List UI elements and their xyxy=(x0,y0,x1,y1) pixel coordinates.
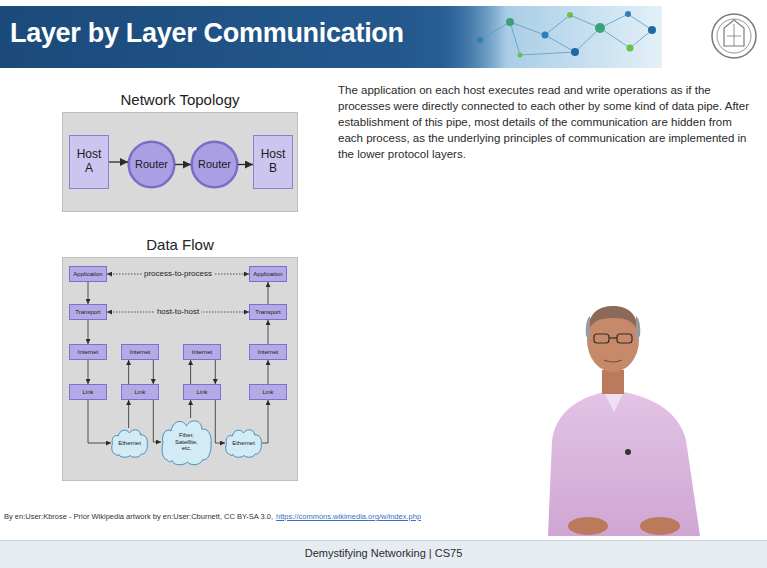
protocol-layer-box: Application xyxy=(69,266,107,282)
host-box: Host A xyxy=(69,135,109,189)
node-label: Router xyxy=(135,158,168,171)
arrow-connector xyxy=(88,320,89,344)
attribution-text: By en:User:Kbrose - Prior Wikipedia artw… xyxy=(4,512,273,521)
node-label: Application xyxy=(73,271,102,278)
node-label: Internet xyxy=(78,349,98,356)
router-fill xyxy=(192,142,238,188)
panel-heading: Data Flow xyxy=(63,236,297,253)
protocol-layer-box: Transport xyxy=(249,304,287,320)
arrow-connector xyxy=(88,282,89,304)
protocol-layer-box: Link xyxy=(249,384,287,400)
node-label: Link xyxy=(262,389,273,396)
protocol-layer-box: Link xyxy=(69,384,107,400)
node-label: Ethernet xyxy=(118,440,141,447)
protocol-layer-box: Internet xyxy=(183,344,221,360)
host-box: Host B xyxy=(253,135,293,189)
arrow-connector xyxy=(109,161,128,162)
protocol-layer-box: Internet xyxy=(121,344,159,360)
node-label: Transport xyxy=(75,309,100,316)
protocol-layer-box: Link xyxy=(121,384,159,400)
arrow-connector xyxy=(238,164,253,165)
body-paragraph: The application on each host executes re… xyxy=(338,82,756,162)
arrow-connector xyxy=(215,360,216,384)
data-flow-panel: Data FlowApplicationTransportInternetLin… xyxy=(62,257,298,481)
node-label: Application xyxy=(253,271,282,278)
node-label: Ethernet xyxy=(232,440,255,447)
arrow-connector xyxy=(153,360,154,384)
source-link: https://commons.wikimedia.org/w/index.ph… xyxy=(276,512,421,521)
protocol-layer-box: Transport xyxy=(69,304,107,320)
network-cloud: Fiber, Satellite, etc. xyxy=(161,418,212,466)
protocol-layer-box: Internet xyxy=(249,344,287,360)
slide-title: Layer by Layer Communication xyxy=(10,18,404,49)
node-label: Router xyxy=(198,158,231,171)
network-graphic xyxy=(480,14,652,55)
arrow-connector xyxy=(268,320,269,344)
arrow-connector xyxy=(128,360,129,384)
arrow-connector xyxy=(268,282,269,304)
protocol-layer-box: Internet xyxy=(69,344,107,360)
arrow-connector xyxy=(88,360,89,384)
network-cloud: Ethernet xyxy=(111,428,148,458)
node-label: Internet xyxy=(130,349,150,356)
presenter-figure xyxy=(548,306,700,536)
protocol-layer-box: Link xyxy=(183,384,221,400)
arrow-connector xyxy=(268,360,269,384)
title-bar xyxy=(0,6,662,68)
network-cloud: Ethernet xyxy=(225,428,262,458)
protocol-layer-box: Application xyxy=(249,266,287,282)
network-dots xyxy=(477,11,656,58)
arrow-connector xyxy=(190,400,191,418)
arrow-connector xyxy=(190,360,191,384)
node-label: Internet xyxy=(192,349,212,356)
router-circle: Router xyxy=(191,141,238,188)
node-label: Internet xyxy=(258,349,278,356)
router-fill xyxy=(129,142,175,188)
node-label: Host B xyxy=(257,148,289,176)
panel-heading: Network Topology xyxy=(63,91,297,108)
cloud-fill xyxy=(162,421,211,465)
node-label: Link xyxy=(82,389,93,396)
node-label: Transport xyxy=(255,309,280,316)
node-label: Fiber, Satellite, etc. xyxy=(171,432,203,453)
arrow-connector xyxy=(128,400,129,428)
topology-panel: Network TopologyHost ARouterRouterHost B xyxy=(62,112,298,212)
arrow-connector xyxy=(175,164,191,165)
node-label: Link xyxy=(134,389,145,396)
cloud-fill xyxy=(226,430,262,457)
node-label: Host A xyxy=(73,148,105,176)
footer-text: Demystifying Networking | CS75 xyxy=(0,547,767,559)
router-circle: Router xyxy=(128,141,175,188)
institute-logo xyxy=(712,14,756,58)
cloud-fill xyxy=(112,430,148,457)
node-label: Link xyxy=(196,389,207,396)
